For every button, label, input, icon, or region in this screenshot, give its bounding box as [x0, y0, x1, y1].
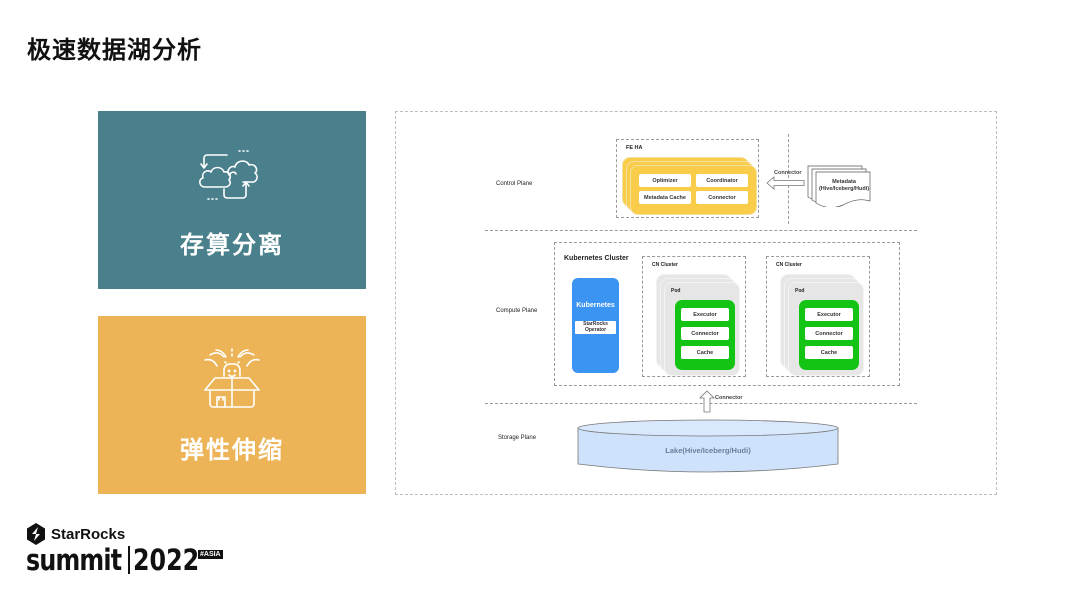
feature-card-storage-compute-separation: 存算分离 — [98, 111, 366, 289]
architecture-diagram: Control Plane Compute Plane Storage Plan… — [395, 111, 997, 495]
cn-cluster-2: CN Cluster Pod Executor Connector Cache — [766, 256, 870, 377]
logo-separator — [128, 546, 130, 574]
fe-ha-title: FE HA — [626, 145, 643, 151]
control-plane-label: Control Plane — [496, 181, 533, 187]
cn-cell-cache: Cache — [805, 346, 853, 359]
fe-cell-optimizer: Optimizer — [639, 174, 691, 187]
asia-badge: #ASIA — [198, 550, 223, 559]
fe-cell-coordinator: Coordinator — [696, 174, 748, 187]
feature-label: 弹性伸缩 — [180, 436, 284, 464]
cn-cell-connector: Connector — [805, 327, 853, 340]
metadata-connector-label: Connector — [774, 170, 802, 176]
plane-divider-control-compute — [485, 230, 917, 231]
event-year: 2022 — [132, 543, 199, 577]
cn-cell-executor: Executor — [681, 308, 729, 321]
kubernetes-cluster-box: Kubernetes Cluster Kubernetes StarRocks … — [554, 242, 900, 386]
cn-cell-connector: Connector — [681, 327, 729, 340]
starrocks-summit-logo: StarRocks summit 2022 #ASIA — [26, 523, 223, 577]
compute-plane-label: Compute Plane — [496, 308, 538, 314]
storage-plane-label: Storage Plane — [498, 435, 537, 441]
kubernetes-box: Kubernetes StarRocks Operator — [572, 278, 619, 373]
cn-cluster-1: CN Cluster Pod Executor Connector Cache — [642, 256, 746, 377]
starrocks-operator: StarRocks Operator — [575, 321, 616, 334]
pod: Pod Executor Connector Cache — [788, 282, 864, 376]
metadata-title: Metadata — [832, 179, 856, 185]
page-title: 极速数据湖分析 — [27, 36, 202, 64]
box-popup-icon — [204, 348, 260, 408]
lake-label: Lake(Hive/Iceberg/Hudi) — [665, 446, 751, 455]
event-name: summit — [26, 543, 122, 577]
cn-cluster-title: CN Cluster — [776, 262, 802, 268]
fe-node: Optimizer Coordinator Metadata Cache Con… — [630, 165, 757, 215]
kubernetes-cluster-title: Kubernetes Cluster — [564, 255, 629, 262]
storage-connector-label: Connector — [715, 395, 743, 401]
metadata-subtitle: (Hive/Iceberg/Hudi) — [818, 185, 870, 192]
pod: Pod Executor Connector Cache — [664, 282, 740, 376]
up-arrow-icon — [699, 390, 715, 413]
fe-cell-metadata-cache: Metadata Cache — [639, 191, 691, 204]
feature-card-elastic-scaling: 弹性伸缩 — [98, 316, 366, 494]
lake-cylinder — [577, 419, 839, 473]
pod-label: Pod — [671, 288, 681, 294]
left-arrow-icon — [766, 176, 805, 190]
cn-cell-executor: Executor — [805, 308, 853, 321]
fe-ha-box: FE HA Optimizer Coordinator Metadata Cac… — [616, 139, 759, 218]
brand-name: StarRocks — [51, 525, 126, 543]
kubernetes-label: Kubernetes — [576, 302, 615, 309]
cn-cell-cache: Cache — [681, 346, 729, 359]
metadata-document-icon — [807, 165, 871, 207]
starrocks-logo-icon — [27, 523, 45, 545]
feature-label: 存算分离 — [180, 231, 284, 259]
plane-divider-compute-storage — [485, 403, 917, 404]
metadata-separator — [788, 134, 789, 224]
cn-node: Executor Connector Cache — [675, 300, 735, 370]
cloud-sync-icon — [199, 150, 258, 200]
metadata-label: Metadata (Hive/Iceberg/Hudi) — [816, 179, 872, 192]
cn-node: Executor Connector Cache — [799, 300, 859, 370]
operator-line1: StarRocks — [583, 321, 608, 327]
cn-cluster-title: CN Cluster — [652, 262, 678, 268]
operator-line2: Operator — [584, 326, 607, 333]
fe-cell-connector: Connector — [696, 191, 748, 204]
pod-label: Pod — [795, 288, 805, 294]
